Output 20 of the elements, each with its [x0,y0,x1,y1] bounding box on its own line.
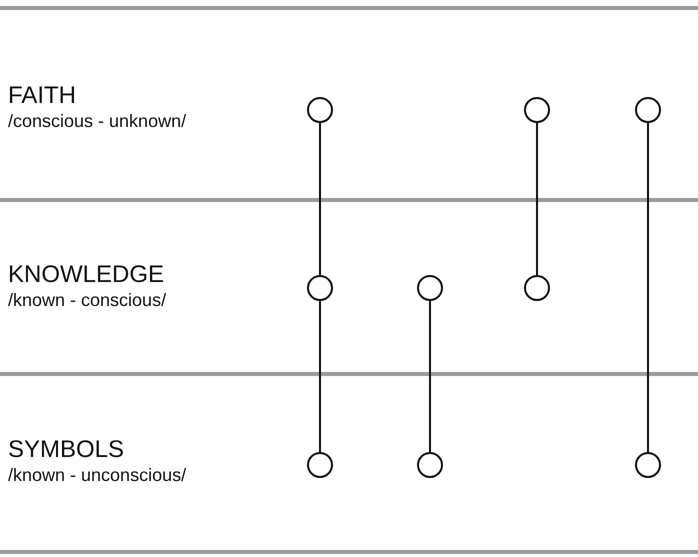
band-heading: KNOWLEDGE [8,261,166,289]
connector-line [319,301,321,452]
band-heading: SYMBOLS [8,436,126,464]
circle-node [524,97,550,123]
circle-node [635,452,661,478]
circle-node [524,275,550,301]
connector-line [319,123,321,275]
band-description: /known - conscious/ [8,289,166,311]
band-description: /known - unconscious/ [8,464,186,486]
circle-node [307,97,333,123]
band-heading: FAITH [8,82,78,110]
connector-line [429,301,431,452]
circle-node [417,275,443,301]
connector-line [536,123,538,275]
connector-line [647,123,649,452]
circle-node [307,275,333,301]
circle-node [307,452,333,478]
circle-node [635,97,661,123]
band-description: /conscious - unknown/ [8,110,186,132]
circle-node [417,452,443,478]
